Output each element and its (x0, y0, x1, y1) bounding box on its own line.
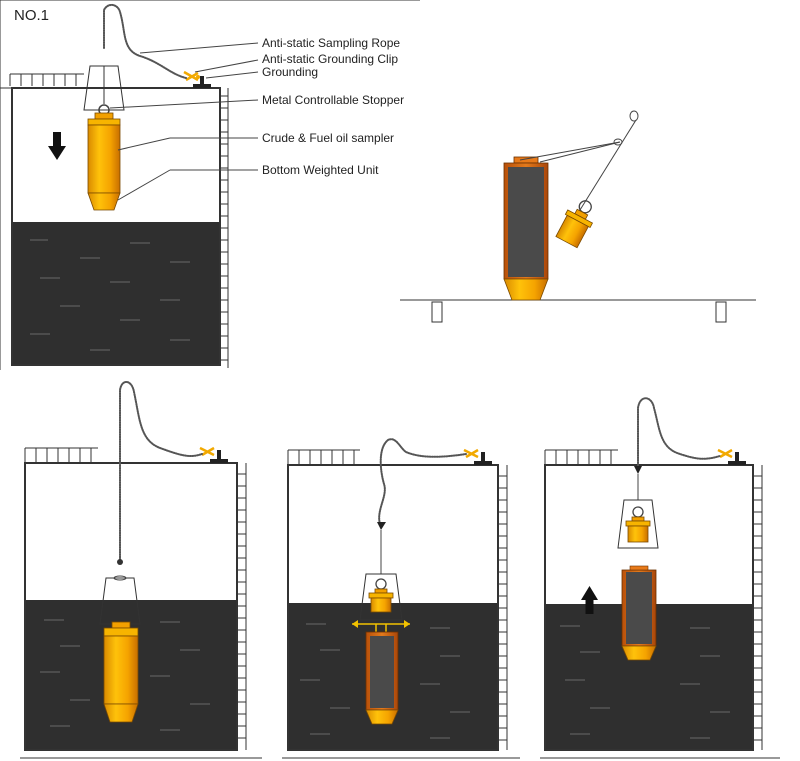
label-bottom: Bottom Weighted Unit (262, 163, 379, 177)
panel-title: NO.1 (14, 7, 49, 24)
ladder (220, 88, 229, 368)
sampling-rope (103, 4, 187, 79)
oil-marks (40, 619, 210, 731)
label-rope: Anti-static Sampling Rope (262, 36, 400, 50)
tank-oil (12, 222, 220, 365)
panel-4 (282, 438, 520, 759)
oil-marks (560, 625, 730, 739)
grounding-clip-icon (717, 448, 733, 459)
label-grounding: Grounding (262, 65, 318, 79)
small-sampler (368, 588, 394, 613)
sampler-body-open (503, 156, 549, 301)
label-stopper: Metal Controllable Stopper (262, 93, 404, 107)
ladder (753, 465, 763, 750)
railing (287, 449, 360, 464)
arrow-down-icon (48, 132, 66, 160)
label-clip: Anti-static Grounding Clip (262, 52, 398, 66)
arrow-up-icon (581, 586, 598, 614)
railing (9, 73, 84, 86)
grounding-clip-icon (183, 70, 200, 82)
ladder (498, 465, 508, 750)
grounding-clip-icon (199, 446, 215, 457)
railing (24, 447, 98, 462)
sampler (87, 112, 121, 211)
panel-5 (540, 397, 780, 759)
grounding-post (728, 452, 746, 465)
panel-3 (20, 381, 262, 759)
small-sampler (625, 516, 651, 543)
funnel-cage (83, 65, 125, 111)
label-sampler: Crude & Fuel oil sampler (262, 131, 394, 145)
panel-2 (400, 110, 756, 323)
railing (544, 449, 618, 464)
sampler-body-open (621, 565, 657, 661)
sampler-body-open (365, 631, 399, 725)
panel-1: NO.1 (0, 0, 420, 370)
small-sampler-tilted (555, 200, 594, 249)
grounding-clip-icon (463, 448, 479, 459)
grounding-post (210, 450, 228, 463)
grounding-post (474, 452, 492, 465)
ladder (237, 463, 247, 750)
oil-marks (30, 239, 190, 351)
sampler (103, 621, 139, 723)
grounding-post (193, 76, 211, 88)
leader-lines (109, 42, 259, 201)
oil-marks (300, 623, 470, 739)
